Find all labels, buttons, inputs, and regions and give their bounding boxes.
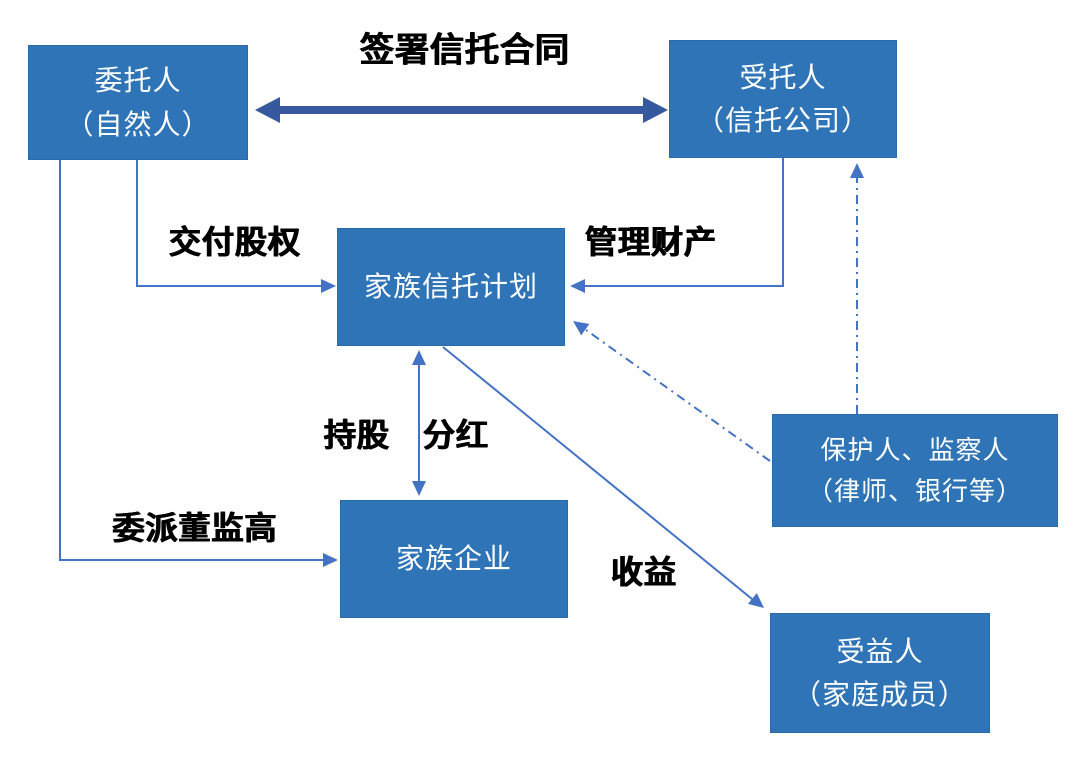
arrow-appoint-executives bbox=[59, 160, 338, 567]
label-sign-contract: 签署信托合同 bbox=[360, 31, 570, 70]
node-settlor-line2: （自然人） bbox=[65, 108, 211, 140]
arrow-hold-shares-dividends bbox=[412, 350, 426, 496]
node-family-business-line1: 家族企业 bbox=[395, 543, 512, 575]
arrow-deliver-equity bbox=[136, 160, 336, 293]
arrow-manage-property bbox=[570, 158, 784, 293]
node-trust-plan-line1: 家族信托计划 bbox=[363, 271, 538, 303]
node-trustee: 受托人 （信托公司） bbox=[669, 40, 897, 158]
node-trust-plan: 家族信托计划 bbox=[337, 228, 565, 346]
node-protector-line1: 保护人、监察人 bbox=[820, 435, 1010, 466]
node-trustee-line1: 受托人 bbox=[739, 61, 827, 93]
node-protector-line2: （律师、银行等） bbox=[806, 475, 1023, 506]
node-settlor-line1: 委托人 bbox=[94, 65, 182, 97]
arrow-sign-contract bbox=[255, 97, 668, 123]
label-manage-property: 管理财产 bbox=[584, 224, 718, 260]
node-family-business: 家族企业 bbox=[340, 500, 568, 618]
node-settlor: 委托人 （自然人） bbox=[28, 45, 248, 160]
node-protector: 保护人、监察人 （律师、银行等） bbox=[772, 414, 1058, 527]
arrow-protector-to-plan bbox=[573, 321, 771, 462]
label-appoint-executives: 委派董监高 bbox=[112, 510, 278, 546]
node-beneficiary-line1: 受益人 bbox=[836, 635, 924, 667]
arrow-protector-to-trustee bbox=[850, 163, 864, 414]
label-dividends: 分红 bbox=[422, 417, 490, 453]
label-hold-shares: 持股 bbox=[323, 417, 391, 453]
node-beneficiary-line2: （家庭成员） bbox=[792, 679, 967, 710]
arrow-income bbox=[442, 346, 764, 608]
label-deliver-equity: 交付股权 bbox=[168, 224, 302, 260]
label-income: 收益 bbox=[610, 554, 678, 590]
node-trustee-line2: （信托公司） bbox=[695, 105, 870, 136]
node-beneficiary: 受益人 （家庭成员） bbox=[770, 613, 990, 733]
